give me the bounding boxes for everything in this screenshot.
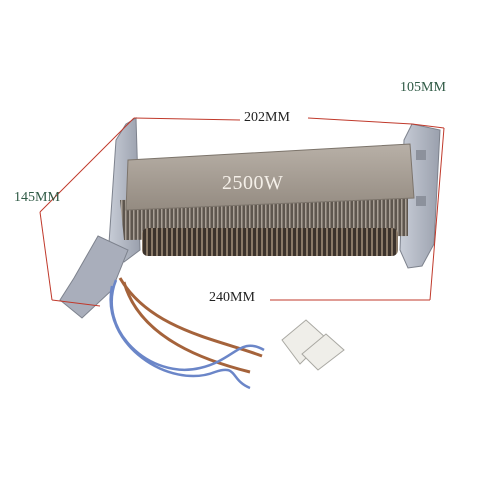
dimension-line-top bbox=[307, 117, 413, 125]
right-bracket-screw bbox=[416, 150, 426, 160]
dimension-label-top-width: 202MM bbox=[244, 110, 290, 125]
dimension-label-height: 145MM bbox=[14, 190, 60, 205]
right-bracket-screw bbox=[416, 196, 426, 206]
heating-coil bbox=[142, 228, 398, 256]
wire-connector bbox=[301, 333, 345, 371]
wire-brown bbox=[122, 281, 251, 374]
wire-brown bbox=[118, 277, 263, 358]
dimension-line-top bbox=[133, 117, 241, 121]
power-rating-label: 2500W bbox=[222, 172, 284, 194]
dimension-label-bottom-width: 240MM bbox=[209, 290, 255, 305]
dimension-line-bottom bbox=[51, 299, 101, 307]
heater-top-plate bbox=[125, 143, 415, 211]
left-mounting-tab bbox=[59, 235, 129, 319]
dimension-line-right bbox=[429, 127, 445, 301]
dimension-label-depth: 105MM bbox=[400, 80, 446, 95]
dimension-line-height bbox=[39, 211, 53, 301]
wire-blue bbox=[109, 285, 251, 390]
dimension-lines bbox=[39, 117, 445, 307]
dimension-line-height bbox=[39, 117, 135, 213]
dimension-line-depth bbox=[411, 123, 445, 129]
